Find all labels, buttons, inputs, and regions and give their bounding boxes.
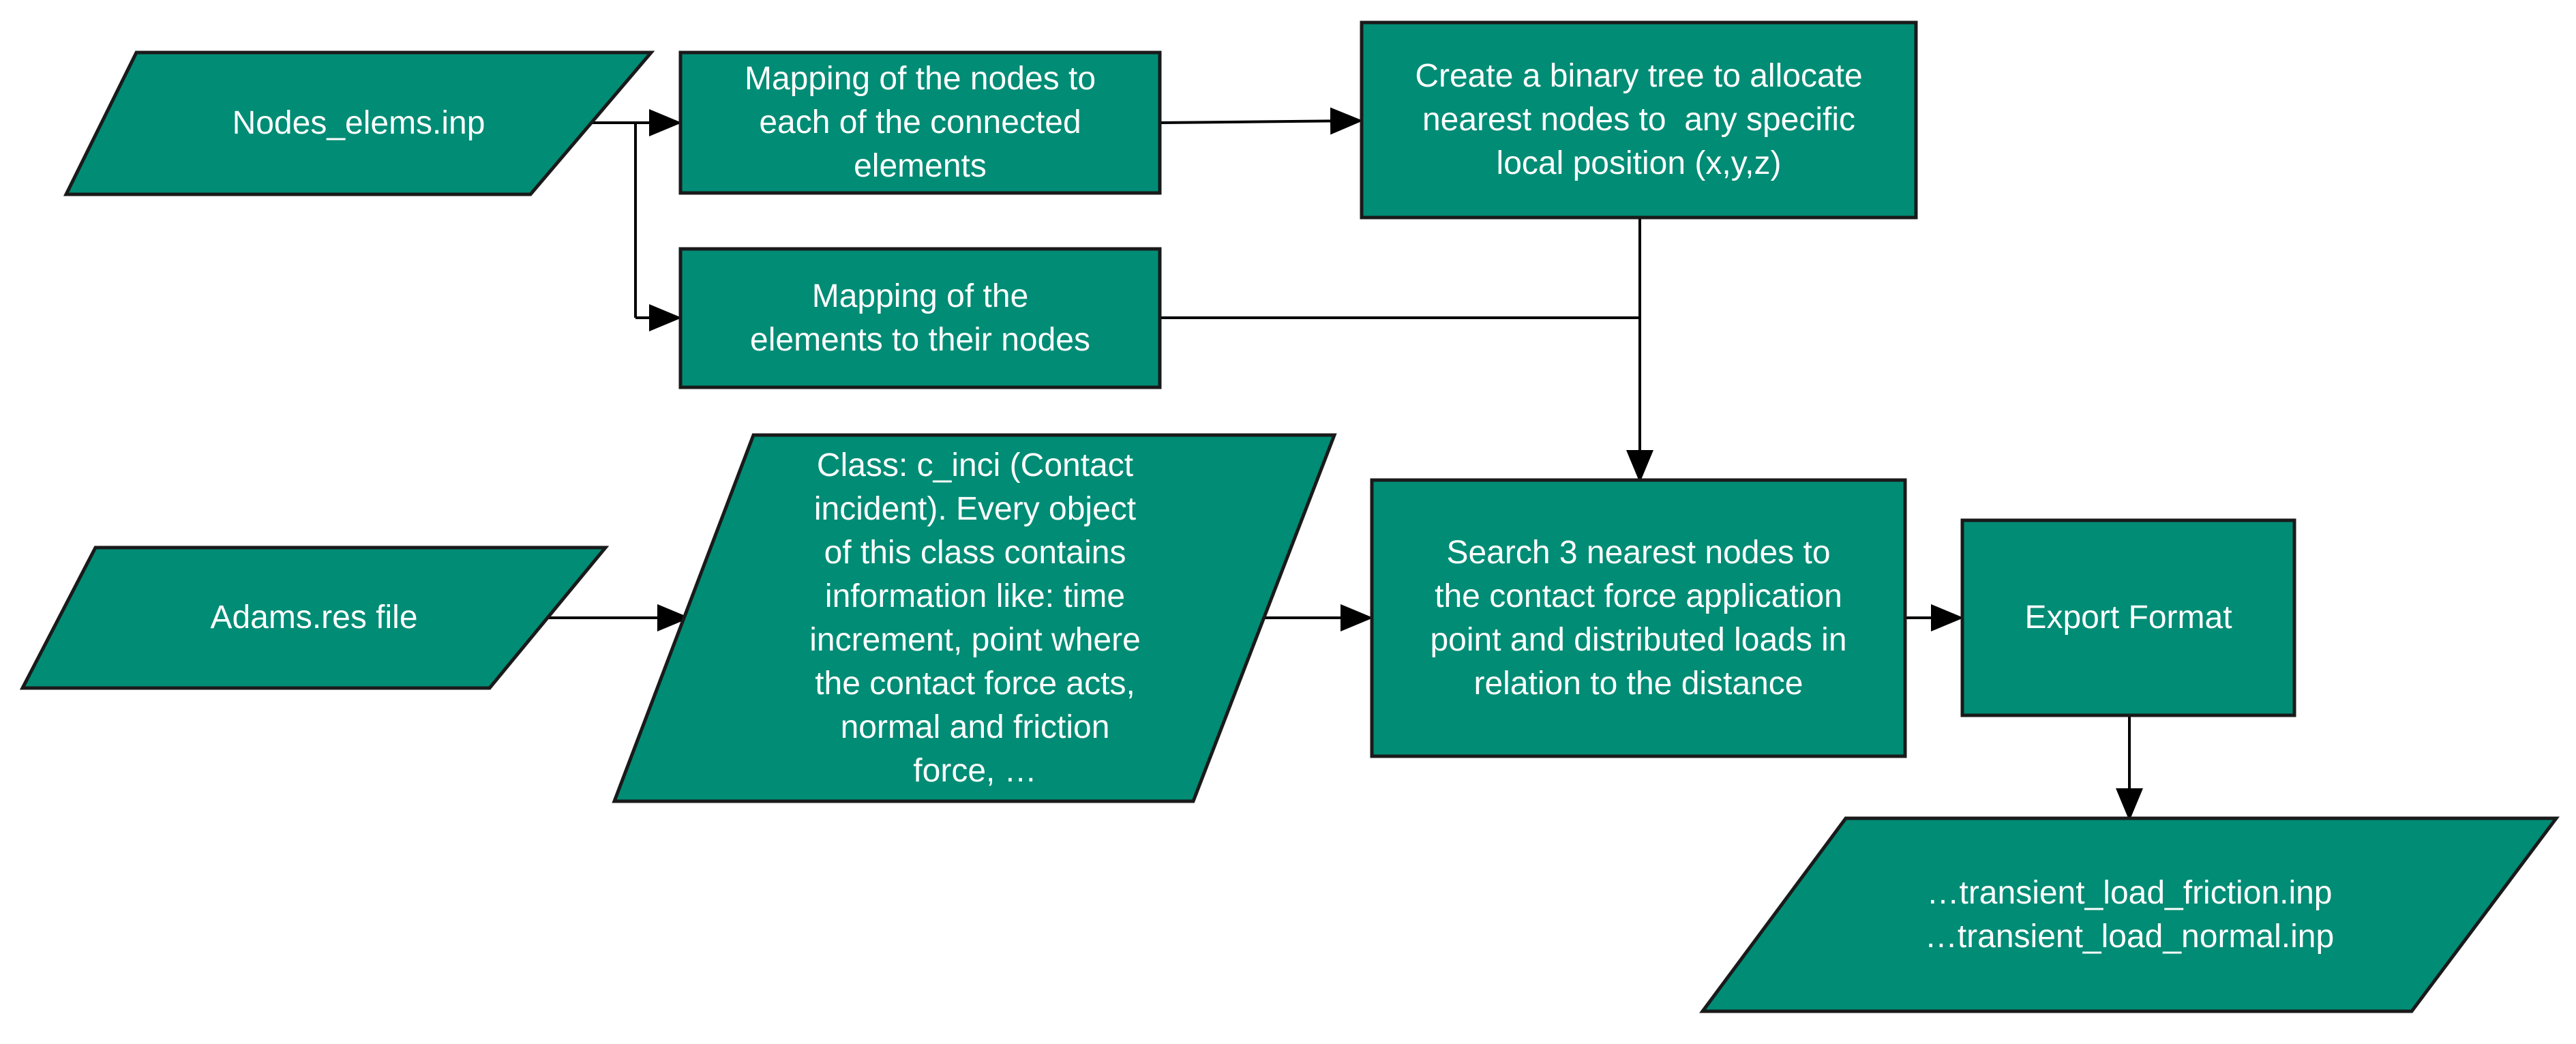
node-text-line: elements [854, 148, 987, 184]
map-nodes-to-elements-label: Mapping of the nodes to each of the conn… [680, 53, 1160, 193]
node-text-line: of this class contains [824, 534, 1126, 571]
node-text-line: Search 3 nearest nodes to [1446, 534, 1831, 571]
node-text-line: Create a binary tree to allocate [1415, 58, 1863, 94]
node-text-line: incident). Every object [813, 490, 1137, 527]
node-text-line: Mapping of the [811, 278, 1029, 314]
output-files-label: …transient_load_friction.inp …transient_… [1773, 818, 2486, 1011]
node-text-line: the contact force application [1435, 578, 1842, 614]
node-text-line: Adams.res file [210, 599, 418, 636]
node-text-line: normal and friction [840, 709, 1110, 745]
node-text-line: relation to the distance [1473, 665, 1803, 702]
adams-res-input-label: Adams.res file [23, 548, 605, 688]
export-format-label: Export Format [1962, 520, 2294, 715]
node-text-line: Mapping of the nodes to [744, 61, 1096, 97]
nodes-elems-input-shape [63, 50, 655, 196]
connectors [548, 107, 2143, 821]
node-text-line: each of the connected [759, 104, 1081, 140]
node-text-line: the contact force acts, [815, 665, 1135, 702]
edge-node-mapping-to-binary-tree [1159, 107, 1363, 135]
c-inci-class-label: Class: c_inci (Contact incident). Every … [682, 435, 1268, 801]
search-nearest-nodes-shape [1370, 478, 1907, 758]
c-inci-class-shape [612, 433, 1337, 803]
node-text-line: …transient_load_normal.inp [1924, 918, 2335, 955]
output-files-shape [1699, 816, 2560, 1013]
search-nearest-nodes-label: Search 3 nearest nodes to the contact fo… [1372, 480, 1905, 756]
node-text-line: information like: time [824, 578, 1126, 614]
node-text-line: force, … [913, 752, 1037, 789]
export-format-shape [1960, 518, 2296, 717]
nodes [19, 20, 2560, 1013]
node-text-line: …transient_load_friction.inp [1926, 874, 2333, 911]
node-text-line: elements to their nodes [750, 321, 1090, 358]
binary-tree-shape [1360, 20, 1918, 220]
node-text-line: Class: c_inci (Contact [816, 447, 1134, 483]
node-text-line: local position (x,y,z) [1496, 145, 1782, 181]
binary-tree-label: Create a binary tree to allocate nearest… [1362, 23, 1916, 218]
map-elements-to-nodes-shape [678, 247, 1162, 389]
node-text-line: point and distributed loads in [1430, 621, 1847, 658]
node-text-line: increment, point where [809, 621, 1141, 658]
node-text-line: Nodes_elems.inp [232, 105, 485, 141]
adams-res-input-shape [19, 546, 610, 690]
node-text-line: nearest nodes to any specific [1422, 102, 1856, 138]
node-text-line: Export Format [2024, 599, 2232, 636]
map-elements-to-nodes-label: Mapping of the elements to their nodes [680, 249, 1160, 387]
map-nodes-to-elements-shape [678, 50, 1162, 195]
nodes-elems-input-label: Nodes_elems.inp [66, 53, 651, 194]
